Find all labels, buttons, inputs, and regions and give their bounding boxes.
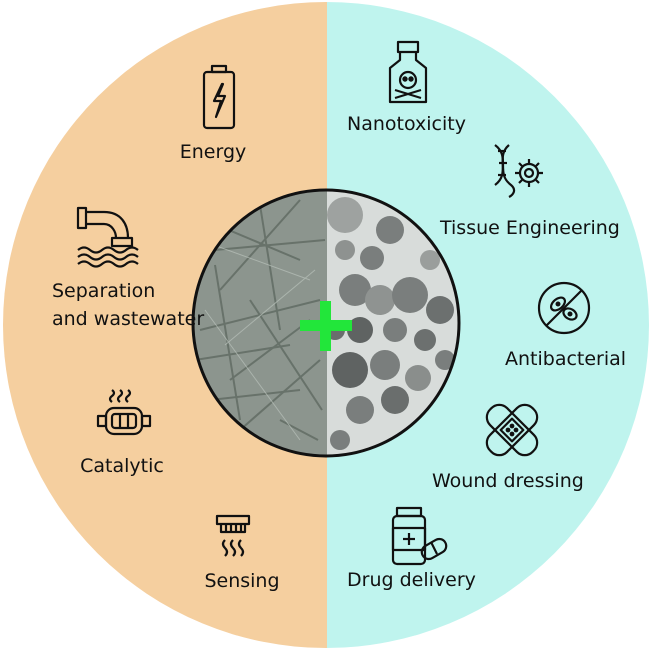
dna-gear-icon [491, 143, 547, 199]
sensor-icon [215, 514, 251, 564]
label-tissue-engineering: Tissue Engineering [440, 217, 620, 239]
plus-icon [300, 301, 352, 351]
poison-bottle-icon [385, 40, 431, 104]
label-separation: Separation [52, 280, 156, 302]
label-drug-delivery: Drug delivery [347, 569, 476, 591]
label-wound-dressing: Wound dressing [432, 470, 584, 492]
label-sensing: Sensing [204, 570, 280, 592]
label-energy: Energy [179, 141, 247, 163]
battery-charge-icon [201, 64, 237, 130]
micrograph-border [191, 188, 461, 458]
label-antibacterial: Antibacterial [505, 348, 627, 370]
label-wastewater: and wastewater [52, 308, 205, 330]
label-catalytic: Catalytic [80, 455, 164, 477]
catalytic-converter-icon [96, 388, 152, 438]
medicine-bottle-pill-icon [389, 506, 448, 566]
label-nanotoxicity: Nanotoxicity [347, 113, 466, 135]
bandage-icon [484, 402, 540, 458]
plus-vertical-bar [320, 301, 331, 351]
wastewater-pipe-icon [76, 204, 140, 268]
no-bacteria-icon [536, 280, 592, 336]
